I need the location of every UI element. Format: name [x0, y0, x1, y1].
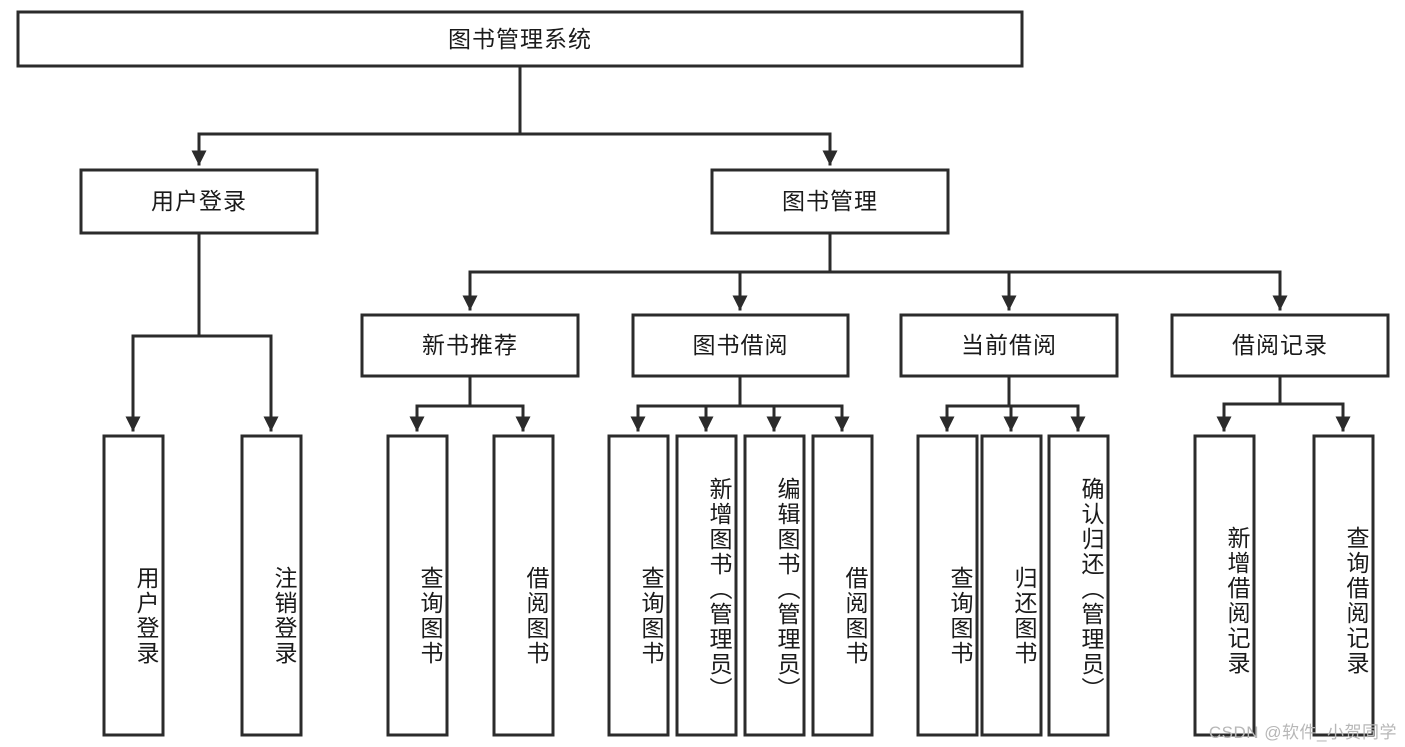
node-box-current-borrow[interactable]: [899, 313, 1119, 378]
node-box-book-borrow[interactable]: [631, 313, 850, 378]
watermark-text: CSDN @软件_小贺同学: [1208, 723, 1397, 742]
node-box-borrow-record[interactable]: [1170, 313, 1390, 378]
node-box-new-book-recommend[interactable]: [360, 313, 580, 378]
node-box-book-management[interactable]: [710, 168, 950, 235]
leaf-box-new-book-1[interactable]: [492, 434, 555, 737]
leaf-box-new-book-0[interactable]: [386, 434, 449, 737]
leaf-box-book-borrow-0[interactable]: [607, 434, 670, 737]
leaf-box-book-borrow-2[interactable]: [743, 434, 806, 737]
leaf-box-user-login-1[interactable]: [240, 434, 303, 737]
node-box-user-login[interactable]: [79, 168, 319, 235]
leaf-box-borrow-record-0[interactable]: [1193, 434, 1256, 737]
leaf-box-user-login-0[interactable]: [102, 434, 165, 737]
node-box-root[interactable]: [16, 10, 1024, 68]
leaf-box-current-borrow-1[interactable]: [980, 434, 1043, 737]
leaf-box-book-borrow-3[interactable]: [811, 434, 874, 737]
leaf-box-book-borrow-1[interactable]: [675, 434, 738, 737]
leaf-box-current-borrow-0[interactable]: [916, 434, 979, 737]
leaf-box-current-borrow-2[interactable]: [1047, 434, 1110, 737]
leaf-box-borrow-record-1[interactable]: [1312, 434, 1375, 737]
